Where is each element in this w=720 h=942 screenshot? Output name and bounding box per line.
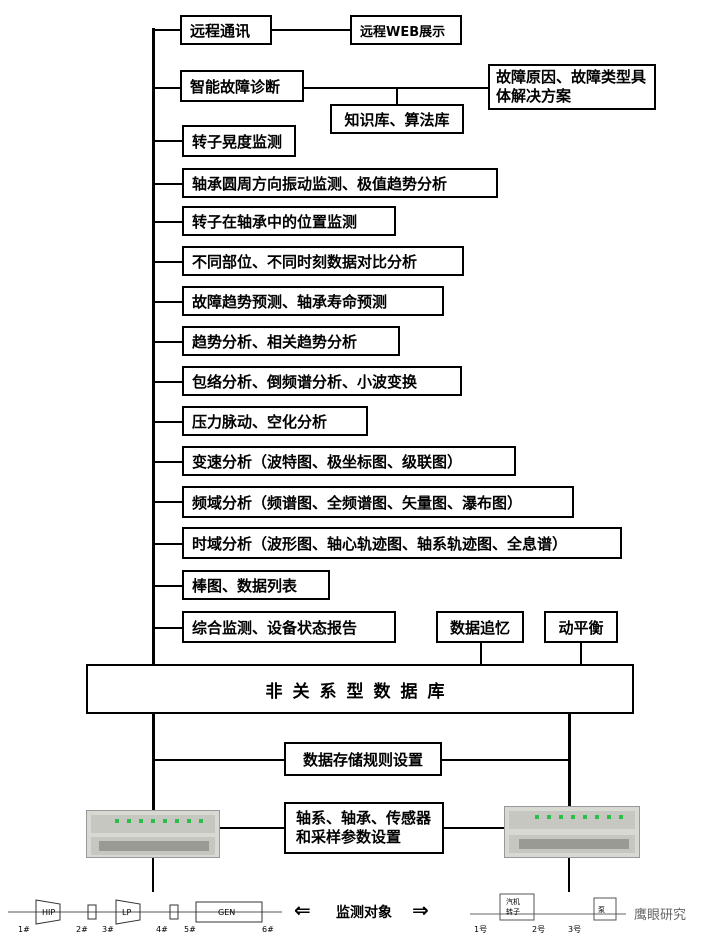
dynamic-balance-box: 动平衡 [544,611,618,643]
item-data-comparison: 不同部位、不同时刻数据对比分析 [182,246,464,276]
connector [152,543,184,545]
lp-label: LP [122,908,131,917]
connector [480,643,482,665]
connector [152,29,182,31]
connector [152,501,184,503]
connector [568,858,570,892]
item-rotor-eccentricity: 转子晃度监测 [182,125,296,157]
remote-web-box: 远程WEB展示 [350,15,462,45]
connector [396,87,398,105]
data-recall-box: 数据追忆 [436,611,524,643]
connector [152,381,184,383]
bearing-label: 6# [262,925,274,934]
pump-label: 泵 [598,906,605,914]
hip-label: HIP [42,908,55,917]
connector [152,585,184,587]
connector [152,140,184,142]
bearing-label: 3# [102,925,114,934]
watermark: 鹰眼研究 [634,908,687,923]
arrow-left-icon: ⇐ [294,898,311,922]
connector [272,29,352,31]
left-rack-image [86,810,220,858]
item-variable-speed: 变速分析（波特图、极坐标图、级联图） [182,446,516,476]
connector [152,627,184,629]
trunk-line [152,28,155,664]
knowledge-box: 知识库、算法库 [330,104,464,134]
rotor-label-1: 汽机 [506,897,520,906]
bearing-label: 2号 [532,925,545,934]
bearing-label: 2# [76,925,88,934]
connector [580,643,582,665]
sensor-setup-box: 轴系、轴承、传感器和采样参数设置 [284,802,444,854]
item-smart-fault-diagnosis: 智能故障诊断 [180,70,304,102]
connector [568,714,571,808]
connector [152,301,184,303]
item-rotor-position: 转子在轴承中的位置监测 [182,206,396,236]
connector [152,221,184,223]
item-pressure-pulsation: 压力脉动、空化分析 [182,406,368,436]
connector [152,421,184,423]
gen-label: GEN [218,908,235,917]
item-status-report: 综合监测、设备状态报告 [182,611,396,643]
database-box: 非关系型数据库 [86,664,634,714]
connector [152,714,155,812]
monitor-target-label: 监测对象 [336,905,392,921]
storage-rules-box: 数据存储规则设置 [284,742,442,776]
bearing-label: 5# [184,925,196,934]
item-remote-communication: 远程通讯 [180,15,272,45]
item-frequency-domain: 频域分析（频谱图、全频谱图、矢量图、瀑布图） [182,486,574,518]
bearing-label: 1号 [474,925,487,934]
left-turbine-diagram: HIP LP GEN 1# 2# 3# 4# 5# 6# [8,899,282,934]
item-time-domain: 时域分析（波形图、轴心轨迹图、轴系轨迹图、全息谱） [182,527,622,559]
rotor-label-2: 转子 [506,907,520,916]
bearing-label: 4# [156,925,168,934]
connector [152,183,184,185]
right-rack-image [504,806,640,858]
item-fault-trend: 故障趋势预测、轴承寿命预测 [182,286,444,316]
connector [152,858,154,892]
item-bar-chart: 棒图、数据列表 [182,570,330,600]
connector [152,261,184,263]
item-trend-analysis: 趋势分析、相关趋势分析 [182,326,400,356]
bearing-label: 1# [18,925,30,934]
connector [152,461,184,463]
connector [152,87,182,89]
bearing-label: 3号 [568,925,581,934]
right-turbine-diagram: 汽机 转子 1号 2号 3号 泵 [470,893,626,934]
arrow-right-icon: ⇒ [412,898,429,922]
item-bearing-vibration: 轴承圆周方向振动监测、极值趋势分析 [182,168,498,198]
item-envelope-analysis: 包络分析、倒频谱分析、小波变换 [182,366,462,396]
fault-cause-box: 故障原因、故障类型具体解决方案 [488,64,656,110]
connector [152,341,184,343]
